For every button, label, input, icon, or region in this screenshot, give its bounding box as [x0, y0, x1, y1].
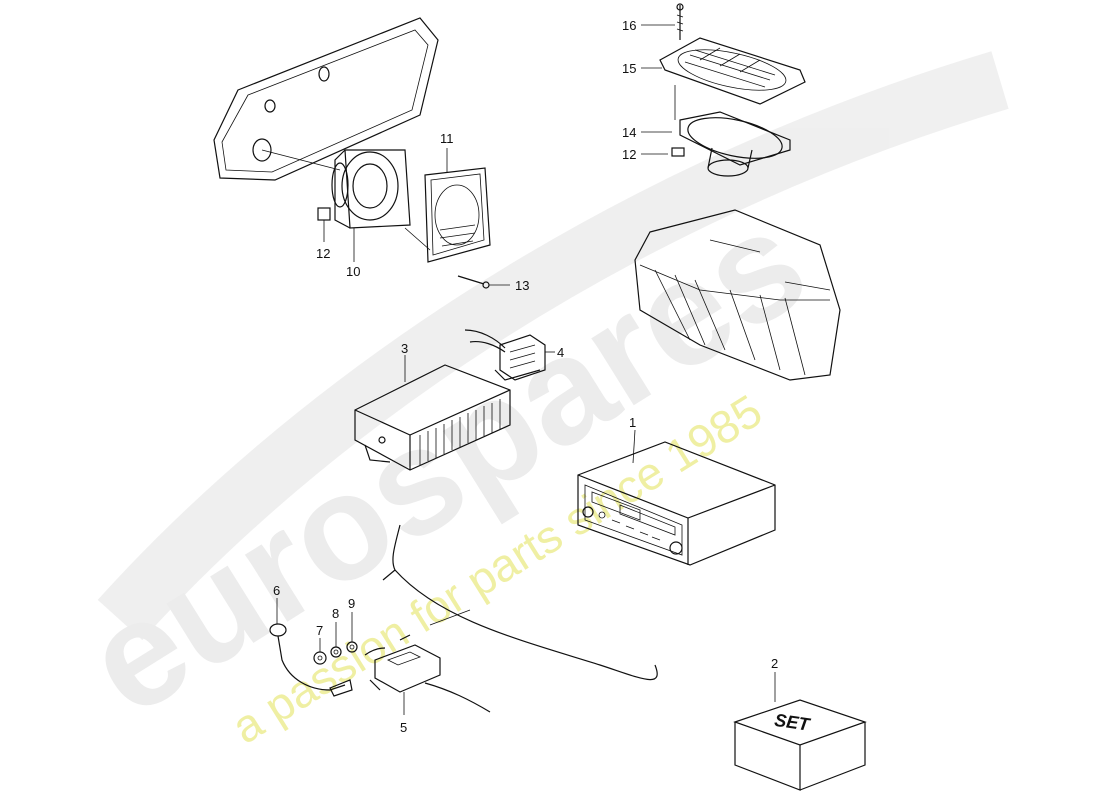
- callout-2: 2: [771, 656, 778, 671]
- speaker-oval: [674, 85, 791, 177]
- antenna-line: [382, 524, 658, 681]
- callout-9: 9: [348, 596, 355, 611]
- clip-right: [671, 147, 685, 157]
- callouts: 1 2 3 4 5 6 7 8 9 10 11 12 12 13 14 15 1…: [273, 18, 778, 735]
- dashboard-cover: [634, 209, 841, 381]
- callout-4: 4: [557, 345, 564, 360]
- set-box: SET: [733, 699, 867, 791]
- callout-12-left: 12: [316, 246, 330, 261]
- callout-14: 14: [622, 125, 636, 140]
- watermark-swoosh: [97, 51, 1009, 641]
- leader-lines: [276, 24, 776, 715]
- clip-left: [317, 207, 331, 221]
- screw-16: [676, 3, 684, 40]
- radio-unit: [577, 441, 776, 566]
- callout-11: 11: [440, 131, 454, 146]
- callout-16: 16: [622, 18, 636, 33]
- callout-5: 5: [400, 720, 407, 735]
- callout-12-right: 12: [622, 147, 636, 162]
- callout-13: 13: [515, 278, 529, 293]
- speaker-grille-oval: [659, 37, 806, 105]
- door-panel: [213, 17, 439, 181]
- amplifier: [354, 364, 511, 471]
- antenna-amplifier: [364, 634, 491, 713]
- relay: [464, 329, 546, 381]
- speaker-grille-square: [404, 167, 491, 263]
- callout-15: 15: [622, 61, 636, 76]
- callout-6: 6: [273, 583, 280, 598]
- antenna-socket: [269, 623, 353, 697]
- callout-1: 1: [629, 415, 636, 430]
- watermark: eurospares a passion for parts since 198…: [58, 51, 1009, 753]
- set-box-label: SET: [773, 710, 812, 735]
- callout-10: 10: [346, 264, 360, 279]
- speaker-round: [331, 149, 411, 229]
- callout-8: 8: [332, 606, 339, 621]
- callout-3: 3: [401, 341, 408, 356]
- callout-7: 7: [316, 623, 323, 638]
